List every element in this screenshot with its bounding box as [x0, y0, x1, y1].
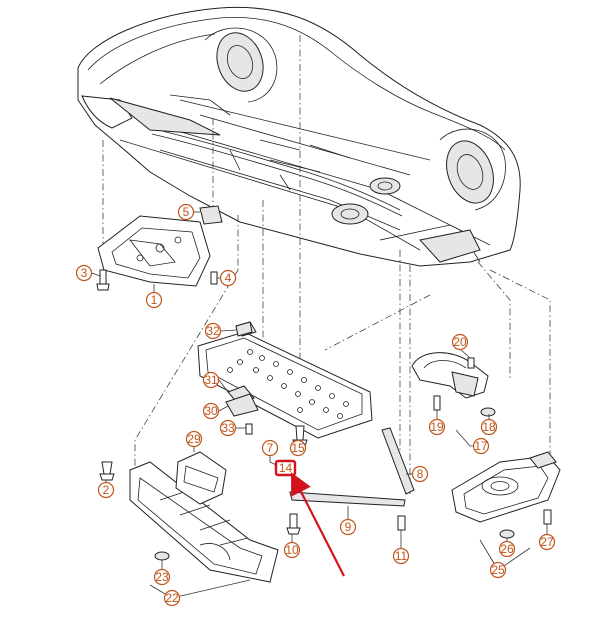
- part-29-cover: [175, 451, 227, 505]
- callout-18[interactable]: 18: [480, 418, 498, 436]
- svg-text:20: 20: [453, 335, 467, 349]
- svg-text:30: 30: [204, 404, 218, 418]
- svg-text:11: 11: [395, 549, 408, 563]
- callout-3[interactable]: 3: [75, 264, 93, 282]
- svg-text:25: 25: [491, 563, 505, 577]
- svg-text:32: 32: [206, 324, 220, 338]
- svg-text:17: 17: [474, 439, 488, 453]
- part-17-rear-bracket: [411, 352, 489, 399]
- callout-14-highlighted[interactable]: 14: [274, 459, 297, 477]
- highlight-arrow: [290, 472, 345, 577]
- callout-25[interactable]: 25: [489, 561, 507, 579]
- callouts: 1 2 3 4 5 7 8 9 10 11 14 15 17 18 19 20 …: [75, 203, 556, 607]
- callout-8[interactable]: 8: [411, 465, 429, 483]
- callout-23[interactable]: 23: [153, 568, 171, 586]
- callout-20[interactable]: 20: [451, 333, 469, 351]
- assembly-lines: [102, 35, 551, 495]
- svg-text:27: 27: [540, 535, 554, 549]
- callout-22[interactable]: 22: [163, 589, 181, 607]
- callout-2[interactable]: 2: [97, 481, 115, 499]
- fasteners: [96, 205, 552, 561]
- callout-11[interactable]: 11: [392, 547, 410, 565]
- callout-29[interactable]: 29: [185, 430, 203, 448]
- part-30-31-brackets: [225, 385, 259, 417]
- svg-text:7: 7: [267, 441, 274, 455]
- svg-text:9: 9: [345, 520, 352, 534]
- svg-text:5: 5: [183, 205, 190, 219]
- vehicle-body: [77, 6, 521, 267]
- callout-7[interactable]: 7: [261, 439, 279, 457]
- callout-5[interactable]: 5: [177, 203, 195, 221]
- callout-9[interactable]: 9: [339, 518, 357, 536]
- callout-27[interactable]: 27: [538, 533, 556, 551]
- svg-text:14: 14: [279, 461, 293, 475]
- svg-text:2: 2: [103, 483, 110, 497]
- callout-1[interactable]: 1: [145, 291, 163, 309]
- svg-text:15: 15: [291, 441, 305, 455]
- callout-4[interactable]: 4: [219, 269, 237, 287]
- svg-text:29: 29: [187, 432, 201, 446]
- svg-text:18: 18: [482, 420, 496, 434]
- part-8-9-rails: [289, 427, 415, 507]
- callout-32[interactable]: 32: [204, 322, 222, 340]
- callout-15[interactable]: 15: [289, 439, 307, 457]
- callout-26[interactable]: 26: [498, 540, 516, 558]
- svg-text:22: 22: [165, 591, 179, 605]
- svg-text:3: 3: [81, 266, 88, 280]
- svg-text:8: 8: [417, 467, 424, 481]
- svg-text:1: 1: [151, 293, 158, 307]
- callout-10[interactable]: 10: [283, 541, 301, 559]
- svg-text:4: 4: [225, 271, 232, 285]
- svg-text:26: 26: [500, 542, 514, 556]
- svg-text:10: 10: [285, 543, 299, 557]
- callout-33[interactable]: 33: [219, 419, 237, 437]
- svg-text:33: 33: [221, 421, 235, 435]
- callout-31[interactable]: 31: [202, 371, 220, 389]
- part-1-engine-undertray: [97, 215, 211, 287]
- svg-text:31: 31: [204, 373, 218, 387]
- callout-30[interactable]: 30: [202, 402, 220, 420]
- callout-19[interactable]: 19: [428, 418, 446, 436]
- svg-text:23: 23: [155, 570, 169, 584]
- svg-text:19: 19: [430, 420, 444, 434]
- part-22-side-trim: [129, 461, 279, 583]
- part-25-rear-undertray: [451, 451, 561, 523]
- callout-17[interactable]: 17: [472, 437, 490, 455]
